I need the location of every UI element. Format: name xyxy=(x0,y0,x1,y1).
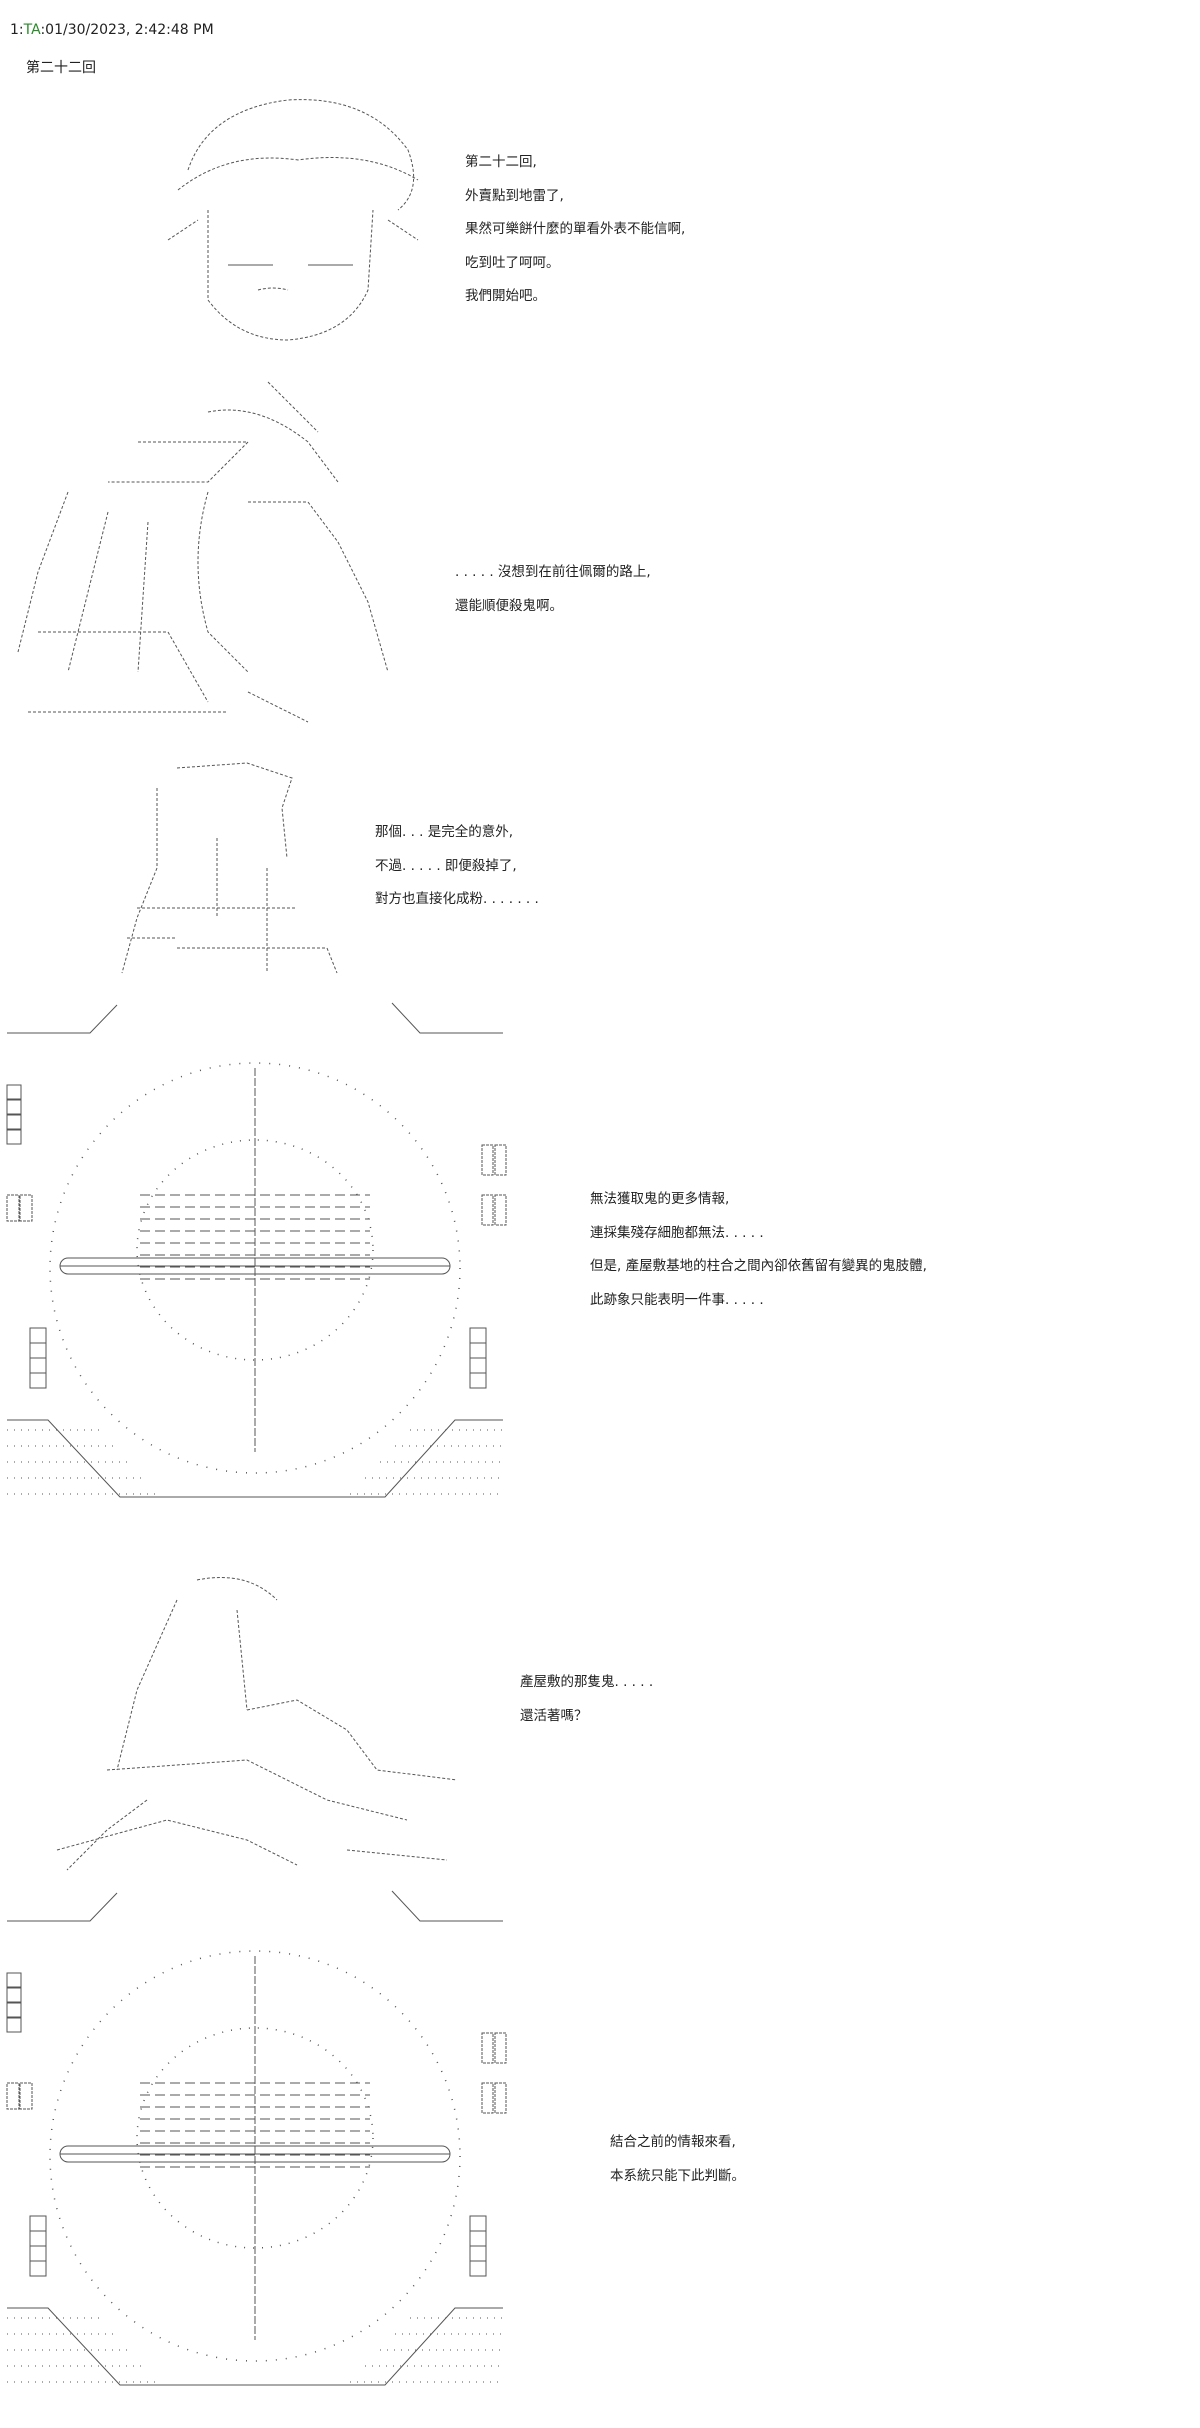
scope-hud-mark xyxy=(7,2307,503,2386)
dialogue-line: 產屋敷的那隻鬼. . . . . xyxy=(520,1674,654,1690)
scope-hud-mark xyxy=(59,1257,451,1275)
scope-hud-mark xyxy=(6,1099,22,1115)
scope-hud-mark xyxy=(6,1114,22,1130)
post-number: 1 xyxy=(10,22,19,38)
scope-hud-mark xyxy=(494,1194,507,1226)
scope-hud-mark xyxy=(469,2260,487,2277)
scope-hud-mark xyxy=(469,1372,487,1389)
dialogue-block-4: 無法獲取鬼的更多情報, 連採集殘存細胞都無法. . . . . 但是, 產屋敷基… xyxy=(590,1183,927,1317)
scope-hud-mark xyxy=(49,1062,461,1474)
ascii-art-scope-hud xyxy=(0,1000,560,1540)
scope-hud-mark xyxy=(481,2082,494,2114)
scope-hud-mark xyxy=(6,1987,22,2003)
scope-hud-mark xyxy=(7,1890,503,1922)
scope-hud-mark xyxy=(469,2230,487,2247)
scope-hud-mark xyxy=(6,1084,22,1100)
scope-hud-mark xyxy=(6,1972,22,1988)
scope-hud-mark xyxy=(494,2032,507,2064)
scope-hud-mark xyxy=(6,1194,20,1222)
ascii-art-character-standing xyxy=(117,748,352,978)
dialogue-block-5: 產屋敷的那隻鬼. . . . . 還活著嗎？ xyxy=(520,1666,653,1733)
post-header: 1:TA:01/30/2023, 2:42:48 PM xyxy=(10,22,214,38)
scope-hud-mark xyxy=(19,1194,33,1222)
scope-hud-mark xyxy=(136,1139,374,1361)
dialogue-line: 還活著嗎？ xyxy=(520,1707,588,1724)
dialogue-line: 不過. . . . . 即便殺掉了, xyxy=(375,857,517,874)
scope-hud-mark xyxy=(6,1129,22,1145)
post-timestamp: 01/30/2023, 2:42:48 PM xyxy=(45,22,214,38)
scope-hud-mark xyxy=(29,1327,47,1344)
scope-hud-mark xyxy=(6,2082,20,2110)
dialogue-line: 無法獲取鬼的更多情報, xyxy=(590,1191,730,1207)
dialogue-line: 我們開始吧。 xyxy=(465,288,546,304)
dialogue-line: 此跡象只能表明一件事. . . . . xyxy=(590,1291,764,1308)
ascii-art-character-face xyxy=(148,90,438,345)
dialogue-line: 本系統只能下此判斷。 xyxy=(610,2167,745,2184)
post-author[interactable]: TA xyxy=(23,22,41,38)
scope-hud-mark xyxy=(481,1194,494,1226)
scope-hud-mark xyxy=(29,1342,47,1359)
scope-hud-mark xyxy=(494,2082,507,2114)
scope-hud-mark xyxy=(469,1342,487,1359)
dialogue-block-2: . . . . . 沒想到在前往佩爾的路上, 還能順便殺鬼啊。 xyxy=(455,556,651,623)
scope-hud-mark xyxy=(29,2260,47,2277)
scope-hud-mark xyxy=(481,1144,494,1176)
scope-hud-mark xyxy=(136,2027,374,2249)
scope-hud-mark xyxy=(29,2230,47,2247)
chapter-title: 第二十二回 xyxy=(26,60,96,76)
dialogue-line: . . . . . 沒想到在前往佩爾的路上, xyxy=(455,564,651,580)
scope-hud-mark xyxy=(6,2017,22,2033)
dialogue-line: 第二十二回, xyxy=(465,154,537,170)
ascii-art-demon xyxy=(47,1570,477,1875)
scope-hud-mark xyxy=(19,2082,33,2110)
dialogue-block-6: 結合之前的情報來看, 本系統只能下此判斷。 xyxy=(610,2126,745,2193)
dialogue-block-3: 那個. . . 是完全的意外, 不過. . . . . 即便殺掉了, 對方也直接… xyxy=(375,816,539,917)
scope-hud-mark xyxy=(469,1327,487,1344)
scope-hud-mark xyxy=(29,2245,47,2262)
ascii-art-scope-hud-2 xyxy=(0,1888,560,2428)
scope-hud-mark xyxy=(7,1419,503,1498)
scope-hud-mark xyxy=(49,1950,461,2362)
scope-hud-mark xyxy=(469,2245,487,2262)
dialogue-line: 但是, 產屋敷基地的柱合之間內卻依舊留有變異的鬼肢體, xyxy=(590,1258,927,1274)
dialogue-line: 果然可樂餅什麼的單看外表不能信啊, xyxy=(465,221,686,237)
scope-hud-mark xyxy=(29,1357,47,1374)
dialogue-block-1: 第二十二回, 外賣點到地雷了, 果然可樂餅什麼的單看外表不能信啊, 吃到吐了呵呵… xyxy=(465,146,685,314)
scope-hud-mark xyxy=(29,1372,47,1389)
scope-hud-mark xyxy=(7,1002,503,1034)
dialogue-line: 連採集殘存細胞都無法. . . . . xyxy=(590,1224,764,1241)
dialogue-line: 對方也直接化成粉. . . . . . . xyxy=(375,891,539,907)
dialogue-line: 外賣點到地雷了, xyxy=(465,187,564,204)
scope-hud-mark xyxy=(494,1144,507,1176)
scope-hud-mark xyxy=(29,2215,47,2232)
scope-hud-mark xyxy=(481,2032,494,2064)
scope-hud-mark xyxy=(469,2215,487,2232)
dialogue-line: 結合之前的情報來看, xyxy=(610,2134,736,2150)
dialogue-line: 還能順便殺鬼啊。 xyxy=(455,597,563,614)
dialogue-line: 那個. . . 是完全的意外, xyxy=(375,824,514,840)
scope-hud-mark xyxy=(6,2002,22,2018)
dialogue-line: 吃到吐了呵呵。 xyxy=(465,254,560,271)
scope-hud-mark xyxy=(59,2145,451,2163)
scope-hud-mark xyxy=(469,1357,487,1374)
ascii-art-two-characters xyxy=(8,372,428,727)
